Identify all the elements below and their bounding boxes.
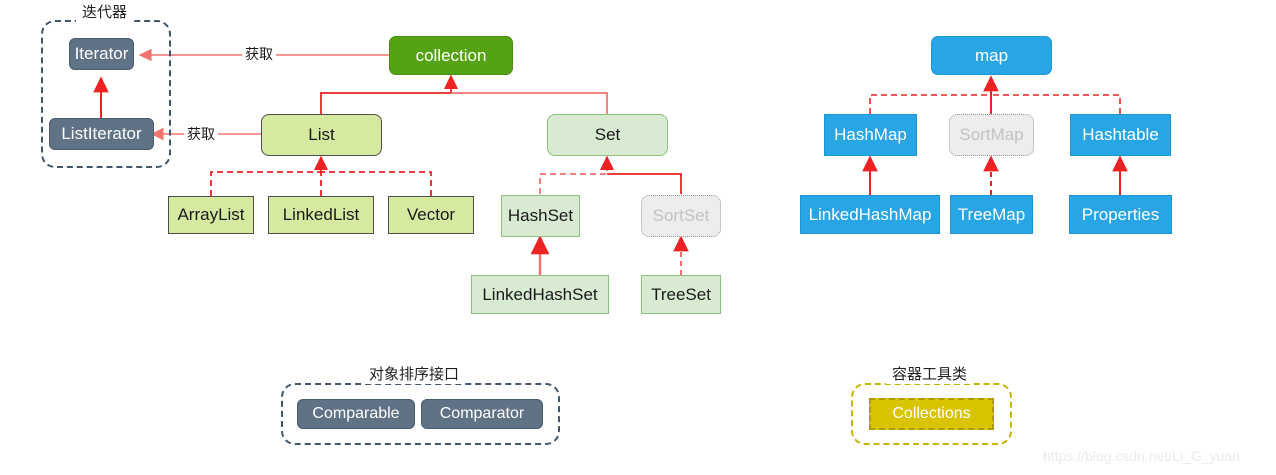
- node-iterator[interactable]: Iterator: [69, 38, 134, 70]
- node-hash-set[interactable]: HashSet: [501, 195, 580, 237]
- group-utility: [851, 383, 1012, 445]
- group-utility-title: 容器工具类: [886, 363, 974, 384]
- watermark: https://blog.csdn.net/Li_G_yuan: [1043, 448, 1240, 464]
- node-comparable[interactable]: Comparable: [297, 399, 415, 429]
- node-tree-set[interactable]: TreeSet: [641, 275, 721, 314]
- node-list[interactable]: List: [261, 114, 382, 156]
- node-linked-hash-map[interactable]: LinkedHashMap: [800, 195, 940, 234]
- group-sorting-title: 对象排序接口: [363, 363, 466, 384]
- node-array-list[interactable]: ArrayList: [168, 196, 254, 234]
- group-iterator-title: 迭代器: [76, 1, 134, 22]
- edge-label-collection-iterator: 获取: [242, 44, 276, 64]
- edge-label-list-listiterator: 获取: [184, 124, 218, 144]
- node-set[interactable]: Set: [547, 114, 668, 156]
- group-sorting: [281, 383, 560, 445]
- node-linked-list[interactable]: LinkedList: [268, 196, 374, 234]
- node-sort-set[interactable]: SortSet: [641, 195, 721, 237]
- node-sort-map[interactable]: SortMap: [949, 114, 1034, 156]
- node-list-iterator[interactable]: ListIterator: [49, 118, 154, 150]
- node-linked-hash-set[interactable]: LinkedHashSet: [471, 275, 609, 314]
- node-map[interactable]: map: [931, 36, 1052, 75]
- node-comparator[interactable]: Comparator: [421, 399, 543, 429]
- node-hash-map[interactable]: HashMap: [824, 114, 917, 156]
- node-collection[interactable]: collection: [389, 36, 513, 75]
- node-vector[interactable]: Vector: [388, 196, 474, 234]
- node-hashtable[interactable]: Hashtable: [1070, 114, 1171, 156]
- node-tree-map[interactable]: TreeMap: [950, 195, 1033, 234]
- node-collections[interactable]: Collections: [869, 398, 994, 430]
- node-properties[interactable]: Properties: [1069, 195, 1172, 234]
